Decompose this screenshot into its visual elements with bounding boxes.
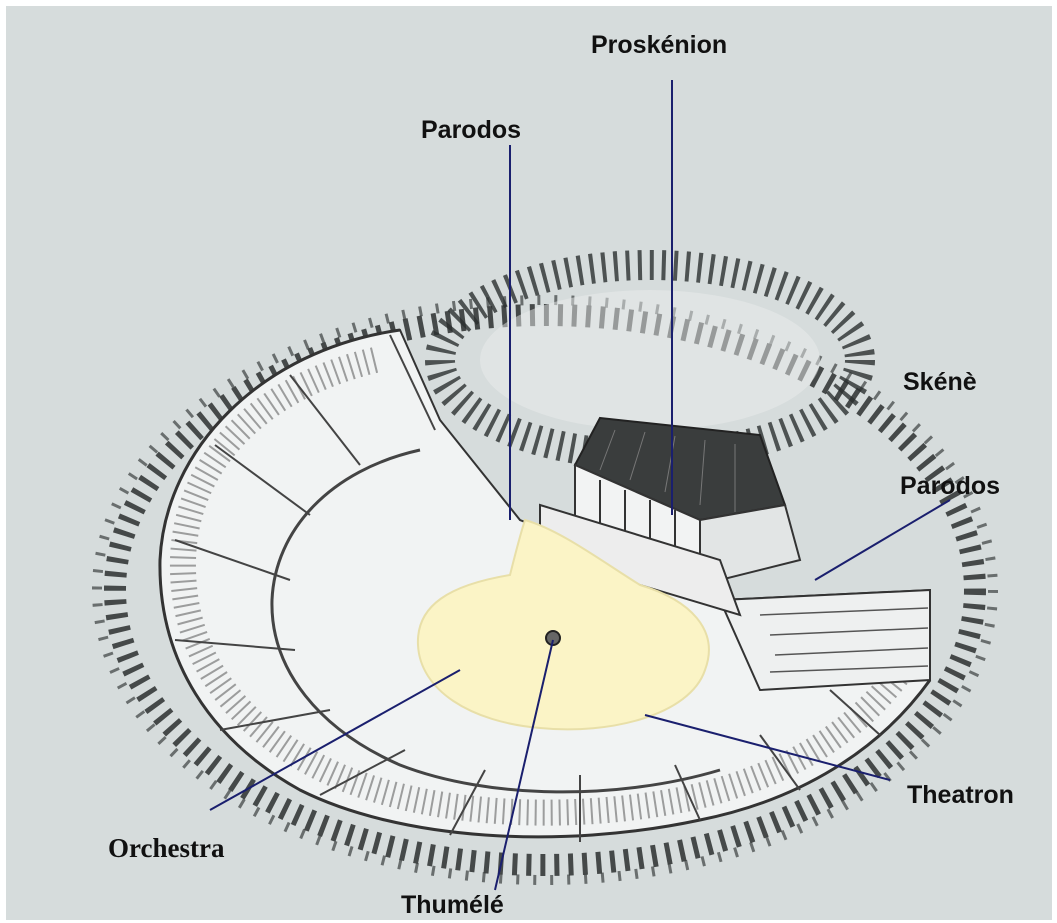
label-orchestra: Orchestra — [108, 835, 224, 862]
label-theatron: Theatron — [907, 783, 1014, 808]
label-parodos-right: Parodos — [900, 474, 1000, 499]
label-parodos-left: Parodos — [421, 118, 521, 143]
leader-parodos-right — [815, 500, 950, 580]
label-proskenion: Proskénion — [591, 33, 727, 58]
label-skene: Skénè — [903, 370, 977, 395]
label-thumele: Thumélé — [401, 893, 504, 918]
